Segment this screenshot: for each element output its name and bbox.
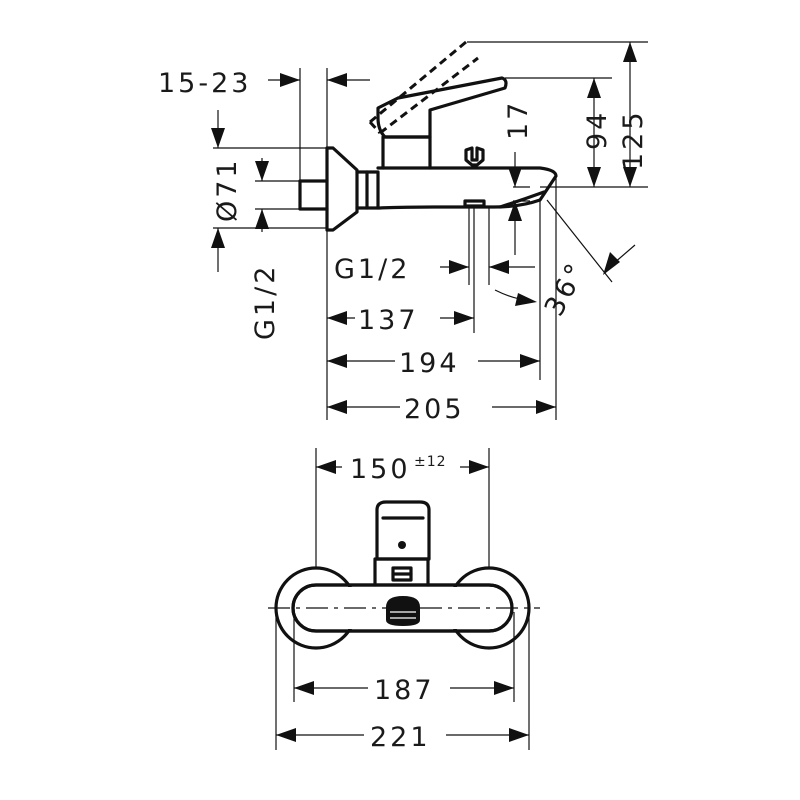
front-outlet: [386, 596, 420, 626]
dim-depth-total: 205: [327, 394, 556, 425]
pipe-stub: [298, 179, 329, 211]
dim-spout-depth-label: 17: [503, 100, 534, 140]
dim-centers: 150 ±12: [316, 454, 489, 485]
dim-diameter-label: Ø71: [212, 157, 243, 222]
dim-depth-spout-label: 137: [358, 305, 419, 336]
dim-connection-spout-label: G1/2: [334, 254, 410, 285]
dim-centers-tolerance: ±12: [414, 454, 447, 470]
dim-connection-vertical-label: G1/2: [250, 264, 281, 340]
aerator: [463, 199, 486, 208]
mixer-body: [376, 166, 558, 210]
front-view: 150 ±12 187 221: [268, 448, 540, 753]
dim-height-lever: 94: [582, 78, 613, 187]
dim-connection-vertical: G1/2: [250, 158, 281, 340]
lever-open-dashed: [368, 40, 479, 135]
wall-rosette: [325, 146, 359, 232]
dim-width-187: 187: [294, 675, 514, 706]
dim-diameter: Ø71: [211, 110, 243, 272]
dim-width-total: 221: [276, 722, 529, 753]
dim-depth-194-label: 194: [399, 348, 460, 379]
dim-wall-offset-label: 15-23: [158, 68, 251, 99]
dim-width-total-label: 221: [370, 722, 431, 753]
front-lever-hole: [398, 541, 406, 549]
dim-width-187-label: 187: [374, 675, 435, 706]
dim-depth-194: 194: [327, 348, 540, 379]
dim-spout-angle: 36°: [494, 244, 636, 322]
side-view: 15-23 Ø71 G1/2 17: [158, 40, 649, 425]
dim-connection-spout: G1/2: [334, 254, 535, 285]
lever: [376, 76, 508, 139]
dim-depth-spout: 137: [327, 305, 474, 336]
dim-height-total-label: 125: [618, 109, 649, 170]
dim-height-total: 125: [618, 42, 649, 187]
dim-wall-offset: 15-23: [158, 68, 370, 99]
dim-spout-depth: 17: [503, 100, 534, 255]
dim-depth-total-label: 205: [404, 394, 465, 425]
front-lever: [375, 500, 431, 561]
diverter-knob: [464, 146, 485, 167]
cartridge: [381, 135, 432, 170]
dim-height-lever-label: 94: [582, 110, 613, 150]
dim-spout-angle-label: 36°: [539, 257, 593, 322]
dim-centers-label: 150: [350, 454, 411, 485]
